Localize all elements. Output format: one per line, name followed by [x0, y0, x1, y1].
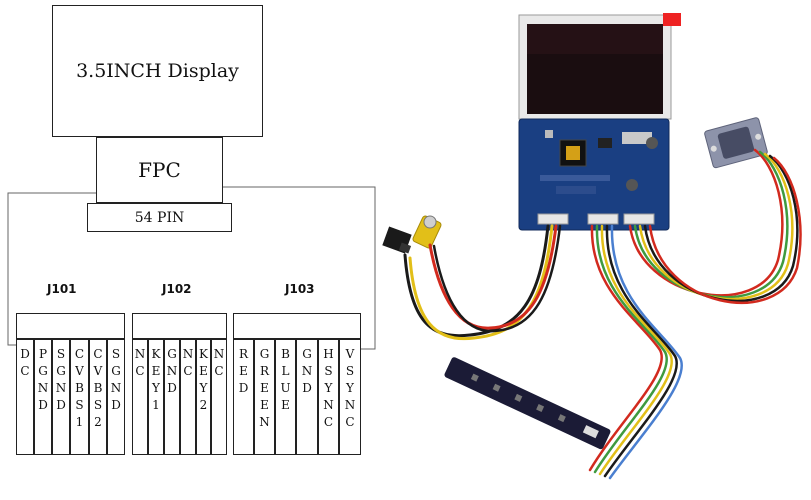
j102-pin-3: GND: [164, 339, 180, 455]
rca-connector: [412, 215, 442, 249]
display-label: 3.5INCH Display: [76, 60, 239, 82]
pin-label: GND: [165, 347, 179, 398]
j101-pin-1: DC: [16, 339, 34, 455]
right-bracket-line: [223, 186, 376, 350]
connector-j102-bar: [132, 313, 227, 339]
connector-j101-bar: [16, 313, 125, 339]
j103-pin-4: GND: [296, 339, 318, 455]
pin-label: HSYNC: [321, 347, 336, 432]
pin-label: RED: [236, 347, 251, 398]
connector-j103-bar: [233, 313, 361, 339]
wire-harness: [403, 148, 802, 480]
j102-pin-1: NC: [132, 339, 148, 455]
connector-j102-label: J102: [162, 282, 192, 296]
pin-label: DC: [18, 347, 32, 381]
j103-pin-6: VSYNC: [339, 339, 361, 455]
j102-pin-2: KEY1: [148, 339, 164, 455]
j103-pin-5: HSYNC: [318, 339, 339, 455]
fpc-block: FPC: [96, 137, 223, 203]
j103-pin-3: BLUE: [275, 339, 296, 455]
pin-label: KEY1: [149, 347, 163, 415]
j101-pin-4: CVBS1: [70, 339, 89, 455]
pin-label: PGND: [36, 347, 50, 415]
pin-label: NC: [212, 347, 226, 381]
display-block: 3.5INCH Display: [52, 5, 263, 137]
fpc-label: FPC: [138, 158, 181, 182]
pin-label: 54 PIN: [134, 209, 185, 226]
j102-pin-4: NC: [180, 339, 196, 455]
pin-label: VSYNC: [343, 347, 357, 432]
j101-pin-6: SGND: [107, 339, 125, 455]
pin-label: BLUE: [278, 347, 293, 415]
pin-block: 54 PIN: [87, 203, 232, 232]
j101-pin-2: PGND: [34, 339, 52, 455]
pin-label: GREEN: [257, 347, 272, 432]
key-board: [444, 357, 611, 450]
j101-pin-3: SGND: [52, 339, 70, 455]
j102-pin-6: NC: [211, 339, 227, 455]
vga-connector: [704, 117, 768, 169]
connector-j103-label: J103: [285, 282, 315, 296]
pin-label: CVBS1: [72, 347, 87, 432]
j101-pin-5: CVBS2: [89, 339, 107, 455]
pin-label: NC: [181, 347, 195, 381]
pin-label: SGND: [54, 347, 68, 415]
j102-pin-5: KEY2: [196, 339, 211, 455]
pin-label: SGND: [109, 347, 123, 415]
j103-pin-2: GREEN: [254, 339, 275, 455]
driver-board: [518, 118, 670, 231]
pin-label: NC: [133, 347, 147, 381]
lcd-panel: [518, 13, 681, 120]
connector-j101-label: J101: [47, 282, 77, 296]
pin-label: GND: [300, 347, 314, 398]
pin-label: KEY2: [196, 347, 211, 415]
pin-label: CVBS2: [91, 347, 105, 432]
dc-jack: [382, 226, 412, 254]
left-bracket-line: [7, 192, 96, 346]
j103-pin-1: RED: [233, 339, 254, 455]
